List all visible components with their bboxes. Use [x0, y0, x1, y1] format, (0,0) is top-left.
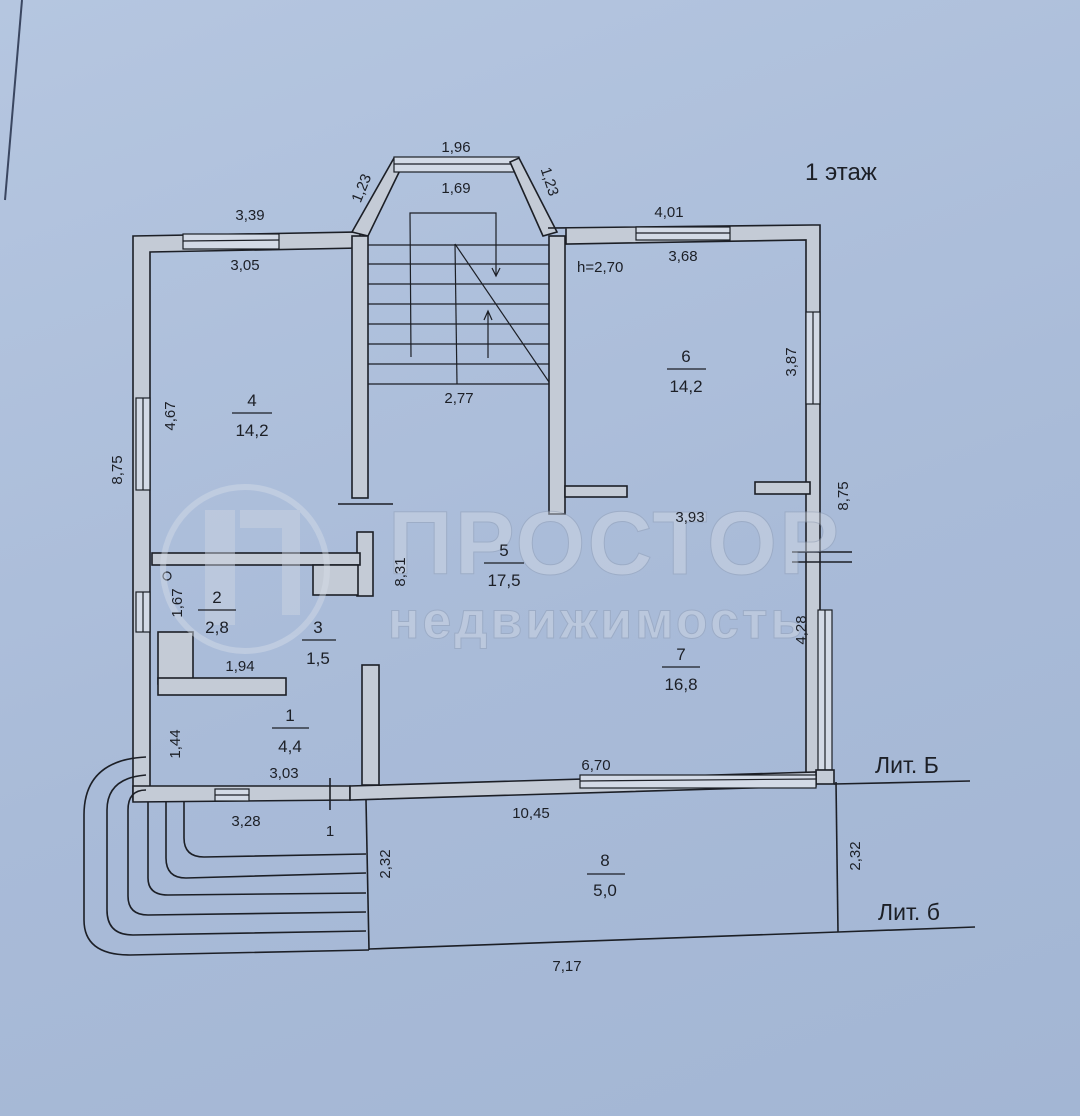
paper-edge — [4, 0, 23, 201]
lit-upper-label: Лит. Б — [875, 752, 939, 778]
svg-text:17,5: 17,5 — [487, 571, 520, 590]
room-5-label: 5 17,5 — [484, 541, 524, 590]
dim-room4-side: 4,67 — [162, 401, 179, 430]
room-2-label: 2 2,8 — [198, 588, 236, 637]
interior-walls — [151, 235, 811, 786]
svg-text:1,5: 1,5 — [306, 649, 330, 668]
dim-porch-left: 2,32 — [377, 849, 394, 878]
svg-text:16,8: 16,8 — [664, 675, 697, 694]
dim-porch-right: 2,32 — [847, 841, 864, 870]
dim-room1-side: 1,44 — [167, 729, 184, 758]
dimension-labels: 1,96 1,69 1,23 1,23 3,39 3,05 4,67 4,01 … — [109, 139, 864, 975]
svg-text:1: 1 — [285, 706, 294, 725]
dim-front-window: 6,70 — [581, 757, 610, 774]
watermark: ПРОСТОР недвижимость — [160, 484, 841, 654]
dim-porch-total: 7,17 — [552, 958, 581, 975]
dim-bay-outer: 1,96 — [441, 139, 470, 156]
room-7-label: 7 16,8 — [662, 645, 700, 694]
lit-lower-label: Лит. б — [878, 899, 940, 925]
watermark-line1: ПРОСТОР — [388, 494, 841, 594]
dim-room3-width: 1,94 — [225, 658, 254, 675]
dim-bay-inner: 1,69 — [441, 180, 470, 197]
room-3-label: 3 1,5 — [302, 618, 336, 668]
svg-text:3: 3 — [313, 618, 322, 637]
ceiling-height: h=2,70 — [577, 259, 623, 276]
svg-text:5,0: 5,0 — [593, 881, 617, 900]
room-8-label: 8 5,0 — [587, 851, 625, 900]
dim-room4-inner: 3,05 — [230, 257, 259, 274]
dim-stair-width: 2,77 — [444, 390, 473, 407]
svg-text:4: 4 — [247, 391, 256, 410]
dim-room4-outer: 3,39 — [235, 207, 264, 224]
entrance-mark: 1 — [326, 823, 334, 840]
svg-text:5: 5 — [499, 541, 508, 560]
svg-text:14,2: 14,2 — [235, 421, 268, 440]
room-6-label: 6 14,2 — [667, 347, 706, 396]
dim-room6-outer: 4,01 — [654, 204, 683, 221]
dim-room7-side: 4,28 — [793, 615, 810, 644]
porch — [83, 756, 976, 956]
room-labels: 4 14,2 6 14,2 5 17,5 2 2,8 3 1,5 7 16,8 — [198, 347, 706, 900]
dim-room2-side: 1,67 — [169, 588, 186, 617]
svg-text:8: 8 — [600, 851, 609, 870]
svg-text:2,8: 2,8 — [205, 618, 229, 637]
dim-room1-width: 3,03 — [269, 765, 298, 782]
svg-text:7: 7 — [676, 645, 685, 664]
dim-room6-inner: 3,68 — [668, 248, 697, 265]
room-4-label: 4 14,2 — [232, 391, 272, 440]
watermark-line2: недвижимость — [388, 592, 805, 650]
svg-text:6: 6 — [681, 347, 690, 366]
dim-inner-height: 8,31 — [392, 557, 409, 586]
dim-room6-side: 3,87 — [783, 347, 800, 376]
floor-title: 1 этаж — [805, 159, 877, 186]
dim-front-total: 10,45 — [512, 805, 550, 822]
dim-left-total: 8,75 — [109, 455, 126, 484]
dim-room7-depth: 3,93 — [675, 509, 704, 526]
dim-right-total: 8,75 — [835, 481, 852, 510]
dim-bay-right: 1,23 — [537, 165, 562, 198]
svg-text:14,2: 14,2 — [669, 377, 702, 396]
staircase — [368, 212, 550, 385]
svg-text:4,4: 4,4 — [278, 737, 302, 756]
svg-text:2: 2 — [212, 588, 221, 607]
outer-walls — [132, 156, 835, 803]
dim-entrance-outer: 3,28 — [231, 813, 260, 830]
door-marks — [162, 503, 852, 810]
room-1-label: 1 4,4 — [272, 706, 309, 756]
